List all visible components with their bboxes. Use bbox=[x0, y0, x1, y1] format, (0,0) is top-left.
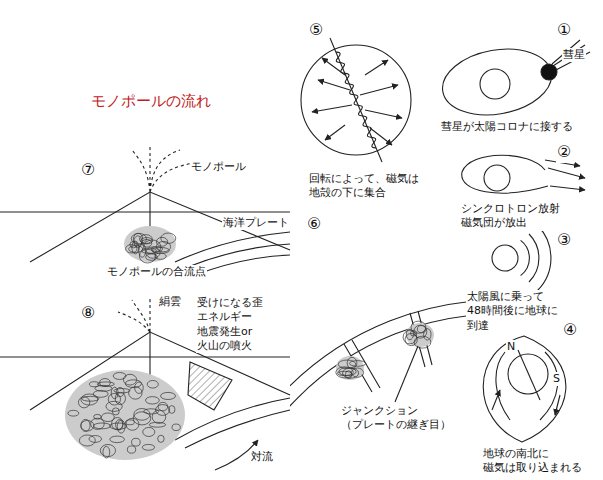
leader-line bbox=[395, 346, 418, 402]
scribble bbox=[347, 357, 357, 368]
part-label: ジャンクション （プレートの継ぎ目） bbox=[340, 404, 452, 433]
scribble bbox=[108, 393, 120, 405]
scribble bbox=[113, 372, 126, 379]
panel-7 bbox=[0, 145, 290, 275]
pole-label: S bbox=[552, 372, 561, 386]
scribble bbox=[142, 444, 154, 450]
panel-5 bbox=[301, 38, 411, 162]
scribble bbox=[158, 402, 168, 411]
part-label: モノポールの合流点 bbox=[106, 265, 207, 279]
scribble bbox=[117, 420, 125, 433]
callout-number: ⑤ bbox=[308, 20, 324, 41]
caption: 回転によって、磁気は 地殻の下に集合 bbox=[308, 172, 426, 201]
scribble bbox=[158, 435, 164, 442]
panel-3 bbox=[492, 226, 551, 291]
caption: 彗星が太陽コロナに接する bbox=[440, 120, 574, 134]
caption: 太陽風に乗って 48時間後に地球に 到達 bbox=[466, 290, 559, 333]
scribble bbox=[161, 392, 176, 399]
scribble bbox=[125, 420, 134, 425]
scribble bbox=[110, 423, 127, 429]
scribble bbox=[351, 368, 363, 377]
part-label: 絹雲 bbox=[158, 295, 182, 309]
callout-number: ② bbox=[556, 142, 572, 163]
scribble bbox=[143, 427, 155, 436]
scribble bbox=[156, 237, 167, 246]
callout-number: ④ bbox=[562, 320, 578, 341]
part-label: 対流 bbox=[250, 450, 274, 464]
scribble bbox=[152, 410, 166, 423]
part-label: 海洋プレート bbox=[222, 216, 290, 230]
scribble bbox=[337, 371, 351, 375]
scribble bbox=[343, 368, 359, 378]
scribble bbox=[132, 438, 141, 446]
scribble bbox=[131, 233, 146, 244]
scribble bbox=[414, 325, 427, 338]
scribble bbox=[101, 413, 114, 422]
scribble bbox=[146, 397, 160, 404]
scribble bbox=[172, 424, 180, 430]
scribble bbox=[106, 401, 122, 411]
scribble bbox=[111, 387, 118, 399]
scribble bbox=[156, 241, 170, 251]
scribble bbox=[100, 444, 115, 456]
scribble bbox=[110, 436, 125, 443]
callout-number: ⑧ bbox=[80, 303, 96, 324]
scribble bbox=[79, 435, 95, 446]
pole-label: N bbox=[506, 340, 516, 354]
diagram-title: モノポールの流れ bbox=[90, 92, 212, 112]
scribble bbox=[126, 245, 137, 253]
scribble bbox=[144, 409, 159, 414]
scribble bbox=[78, 397, 89, 408]
scribble bbox=[147, 380, 158, 388]
scribble bbox=[134, 409, 150, 421]
scribble bbox=[161, 233, 176, 243]
caption: シンクロトロン放射 磁気団が放出 bbox=[460, 202, 561, 231]
scribble bbox=[127, 446, 135, 453]
scribble bbox=[91, 418, 105, 429]
scribble bbox=[126, 418, 139, 430]
callout-number: ③ bbox=[556, 230, 572, 251]
panel-4 bbox=[483, 336, 566, 442]
note: 受けになる歪 エネルギー 地震発生or 火山の噴火 bbox=[196, 296, 264, 353]
scribble bbox=[135, 382, 144, 393]
scribble bbox=[116, 420, 123, 430]
part-label: 彗星 bbox=[562, 48, 586, 62]
scribble bbox=[155, 253, 166, 259]
scribble bbox=[82, 396, 99, 401]
scribble bbox=[142, 239, 152, 247]
callout-number: ① bbox=[556, 20, 572, 41]
scribble bbox=[81, 419, 90, 431]
scribble bbox=[81, 420, 94, 431]
panel-1 bbox=[437, 40, 590, 123]
scribble bbox=[103, 446, 110, 458]
part-label: モノポール bbox=[190, 160, 247, 174]
scribble bbox=[123, 374, 136, 385]
scribble bbox=[125, 380, 141, 388]
caption: 地球の南北に 磁気は取り込まれる bbox=[482, 447, 583, 476]
scribble bbox=[146, 247, 160, 258]
scribble bbox=[411, 321, 426, 333]
callout-number: ⑥ bbox=[306, 214, 322, 235]
panel-6 bbox=[290, 300, 468, 440]
scribble bbox=[169, 406, 175, 414]
scribble bbox=[81, 394, 98, 405]
scribble bbox=[345, 371, 351, 379]
callout-number: ⑦ bbox=[80, 160, 96, 181]
scribble bbox=[349, 361, 365, 367]
scribble bbox=[95, 385, 112, 391]
scribble bbox=[68, 410, 79, 416]
